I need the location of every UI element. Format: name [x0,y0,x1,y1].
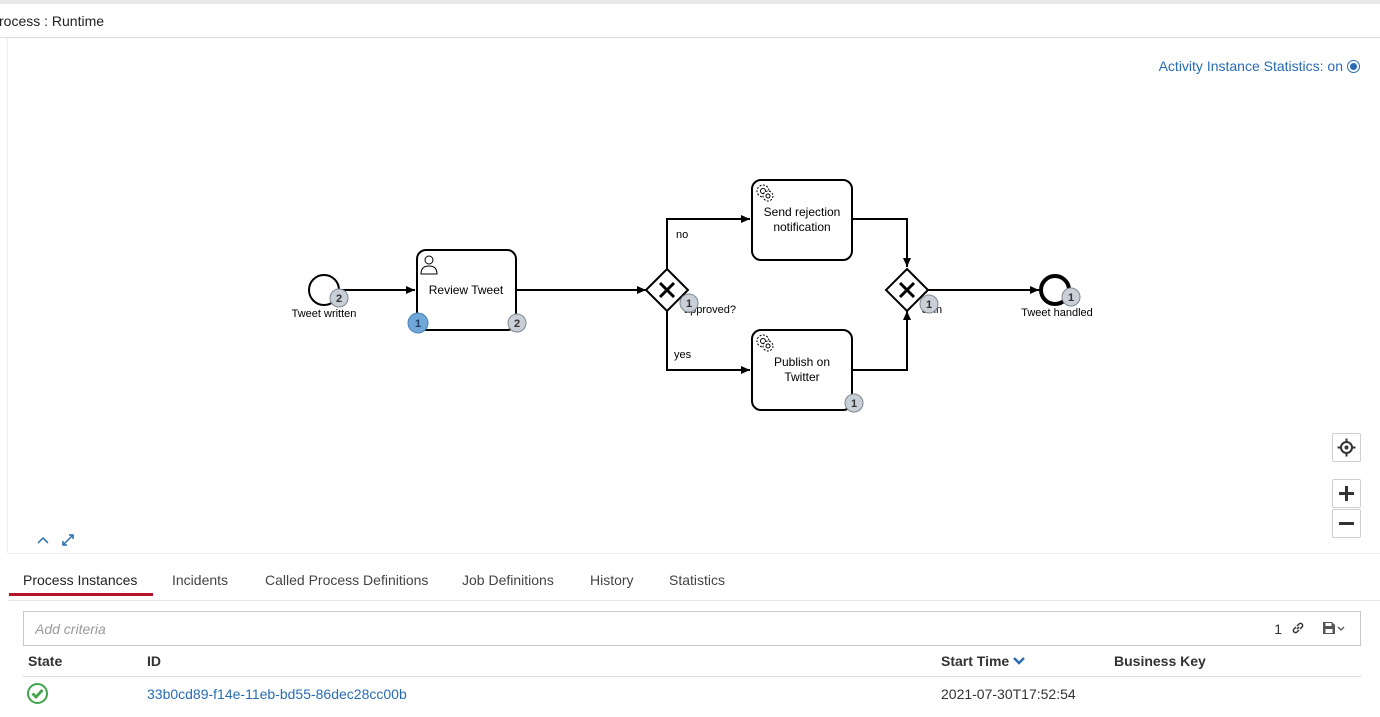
crosshair-icon [1337,438,1356,457]
svg-text:1: 1 [686,298,692,310]
page-title: rocess : Runtime [0,13,105,29]
tab-history[interactable]: History [590,572,634,588]
svg-text:1: 1 [926,299,932,311]
publish-twitter-task[interactable] [751,329,853,411]
tab-bar: Process Instances Incidents Called Proce… [8,553,1380,601]
start-time-header-label: Start Time [941,653,1010,669]
approved-gateway-badge[interactable]: 1 [679,293,699,313]
left-gutter [0,38,8,553]
tab-incidents[interactable]: Incidents [172,572,229,588]
publish-twitter-label-line1: Publish on [774,355,830,369]
join-gateway[interactable] [884,267,930,313]
send-rejection-label-line1: Send rejection [764,205,841,219]
sequence-flows [340,215,1039,374]
svg-text:1: 1 [415,318,421,330]
instance-id-link[interactable]: 33b0cd89-f14e-11eb-bd55-86dec28cc00b [147,686,407,702]
svg-text:2: 2 [514,318,520,330]
svg-text:1: 1 [851,398,857,410]
send-rejection-label-line2: notification [773,220,830,234]
search-input[interactable] [35,619,1135,639]
end-event-label: Tweet handled [1021,307,1093,319]
start-time-cell: 2021-07-30T17:52:54 [941,686,1076,702]
tab-job-definitions[interactable]: Job Definitions [462,572,554,588]
column-header-state: State [28,653,63,669]
start-event-label: Tweet written [292,308,357,320]
top-border [0,0,1380,4]
flow-yes-label: yes [674,349,692,361]
tab-process-instances[interactable]: Process Instances [23,572,138,588]
column-header-id: ID [147,653,161,669]
svg-text:1: 1 [1068,292,1074,304]
svg-text:2: 2 [336,293,342,305]
page-header: rocess : Runtime [0,4,1380,38]
review-tweet-label: Review Tweet [429,283,504,297]
table-header-divider [23,676,1361,677]
user-task-icon [420,255,438,275]
tab-called-process-definitions[interactable]: Called Process Definitions [265,572,429,588]
publish-task-badge[interactable]: 1 [844,393,864,413]
service-task-gear-icon [756,334,774,352]
bpmn-diagram: Tweet written Review Tweet approved? no … [292,179,1093,413]
reset-zoom-button[interactable] [1332,433,1361,462]
radio-on-icon[interactable] [1347,59,1360,73]
result-count: 1 [1274,621,1282,637]
activity-statistics-label: Activity Instance Statistics: on [1158,58,1343,74]
review-task-active-badge[interactable]: 1 [407,312,429,334]
active-tab-indicator [9,593,153,596]
send-rejection-task[interactable] [751,179,853,261]
approved-gateway[interactable] [644,267,690,313]
plus-icon [1339,486,1354,501]
minus-icon [1339,522,1354,525]
service-task-gear-icon [756,184,774,202]
review-tweet-task[interactable] [416,249,517,331]
diagram-canvas[interactable]: Activity Instance Statistics: on Tweet w… [8,38,1380,553]
end-event-badge[interactable]: 1 [1061,287,1081,307]
join-gateway-badge[interactable]: 1 [919,294,939,314]
zoom-in-button[interactable] [1332,479,1361,508]
sort-desc-chevron-icon [1013,657,1026,665]
publish-twitter-label-line2: Twitter [784,370,819,384]
column-header-business-key: Business Key [1114,653,1206,669]
review-task-completed-badge[interactable]: 2 [507,313,527,333]
activity-statistics-toggle[interactable]: Activity Instance Statistics: on [1159,58,1360,74]
tab-statistics[interactable]: Statistics [669,572,726,588]
flow-no-label: no [676,229,688,241]
link-icon[interactable] [1291,621,1305,640]
save-search-icon[interactable] [1322,621,1346,640]
collapse-chevron-icon[interactable] [36,533,50,550]
zoom-out-button[interactable] [1332,509,1361,538]
search-bar: 1 [23,611,1361,646]
maximize-icon[interactable] [61,533,75,550]
column-header-start-time[interactable]: Start Time [941,653,1026,669]
start-event-badge[interactable]: 2 [329,288,349,308]
state-ok-icon [27,683,48,707]
